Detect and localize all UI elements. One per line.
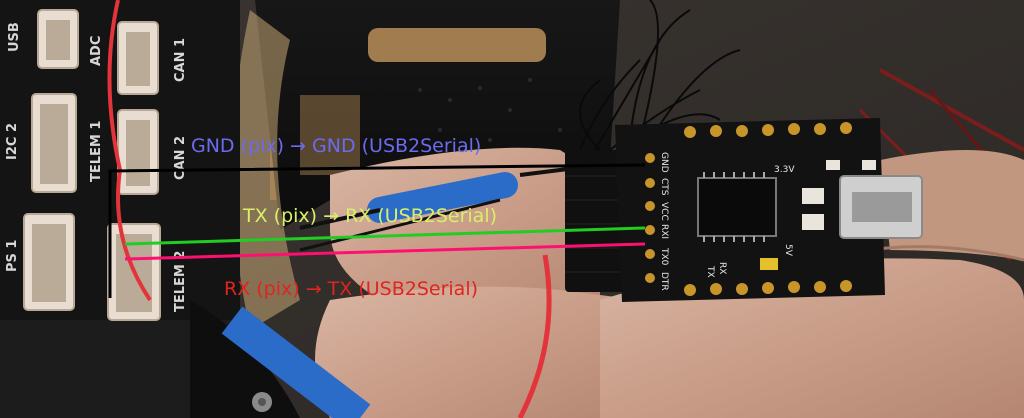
port-label-can2: CAN 2 xyxy=(173,136,188,180)
port-label-ps1: PS 1 xyxy=(5,240,20,272)
finger-upper xyxy=(330,147,600,315)
annotation-gnd: GND (pix) → GND (USB2Serial) xyxy=(191,135,481,157)
led xyxy=(862,160,876,170)
port-label-i2c2: I2C 2 xyxy=(5,123,20,160)
usb-serial-adapter: GND CTS VCC TX0 RXI DTR 3.3V 5V RX TX xyxy=(615,118,923,302)
finger-middle xyxy=(315,286,640,418)
smd-component xyxy=(802,214,824,230)
tantalum-capacitor xyxy=(760,258,778,270)
frame-texture-dots xyxy=(398,78,562,152)
red-wire-right xyxy=(517,254,552,418)
port-label-can1: CAN 1 xyxy=(173,38,188,82)
annotation-lines xyxy=(108,163,646,298)
annotation-labels: GND (pix) → GND (USB2Serial) TX (pix) → … xyxy=(191,135,497,300)
pin-label-gnd: GND xyxy=(659,152,669,173)
label-rx: RX xyxy=(717,262,727,274)
pin-label-tx0: TX0 xyxy=(659,247,669,266)
label-tx: TX xyxy=(705,265,715,278)
smd-component xyxy=(802,188,824,204)
side-header-pins xyxy=(645,153,655,283)
led xyxy=(826,160,840,170)
pin-label-dtr: DTR xyxy=(659,272,669,291)
pin-label-cts: CTS xyxy=(659,178,669,196)
chip-leads xyxy=(703,172,765,242)
port-label-usb: USB xyxy=(7,22,22,52)
port-label-telem1: TELEM 1 xyxy=(89,121,104,182)
top-header-pins xyxy=(684,122,852,138)
label-3v3: 3.3V xyxy=(774,165,795,175)
pin-label-rxi: RXI xyxy=(659,224,669,239)
bottom-header-pins xyxy=(684,280,852,296)
annotation-rx: RX (pix) → TX (USB2Serial) xyxy=(224,278,478,300)
tx-connection-line xyxy=(124,226,646,246)
frame-cutout xyxy=(368,28,546,62)
rx-connection-line xyxy=(124,242,646,261)
port-label-adc: ADC xyxy=(89,36,104,66)
gnd-connection-line xyxy=(108,163,646,298)
label-5v: 5V xyxy=(783,244,793,257)
port-label-telem2: TELEM 2 xyxy=(173,251,188,312)
pin-label-vcc: VCC xyxy=(659,202,669,221)
serial-chip xyxy=(697,177,777,237)
annotation-tx: TX (pix) → RX (USB2Serial) xyxy=(242,205,497,227)
